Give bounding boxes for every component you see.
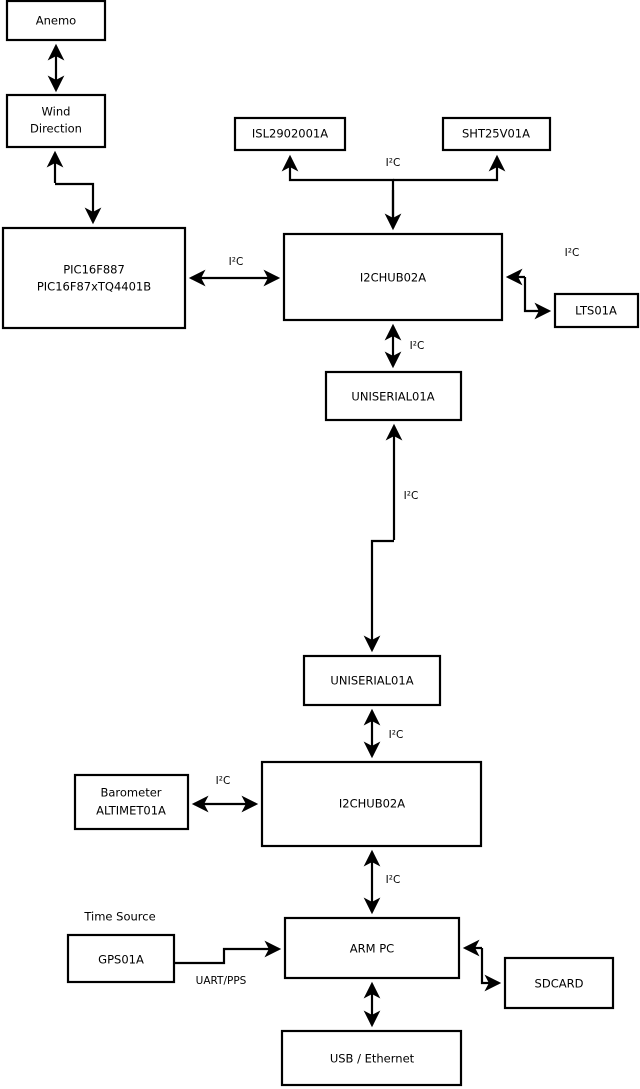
node-sdcard[interactable]: SDCARD (503, 956, 615, 1010)
node-i2chub02a-bottom[interactable]: I2CHUB02A (260, 760, 483, 848)
node-i2chub02a-top-box[interactable] (282, 232, 504, 322)
node-lts01a-label: LTS01A (575, 304, 617, 318)
node-barometer[interactable]: Barometer ALTIMET01A (73, 773, 190, 831)
connector-hub-sht (393, 154, 506, 182)
node-sht25v01a[interactable]: SHT25V01A (441, 116, 552, 152)
node-uniserial01a-upper-label: UNISERIAL01A (351, 390, 434, 404)
edge-label-hub-lts: I²C (565, 247, 580, 259)
node-i2chub02a-bottom-box[interactable] (260, 760, 483, 848)
connections-layer (46, 43, 552, 1028)
node-wind-direction-box[interactable] (5, 93, 107, 149)
node-wind-direction[interactable]: Wind Direction (5, 93, 107, 149)
edge-labels-layer: I²C I²C I²C I²C I²C I²C I²C I²C UART/PPS (196, 157, 580, 987)
edge-label-uniserial-link: I²C (404, 490, 419, 502)
node-gps01a-box[interactable] (66, 933, 176, 984)
node-pic-mcu-label-line2: PIC16F87xTQ4401B (37, 280, 151, 294)
node-isl2902001a[interactable]: ISL2902001A (233, 116, 347, 152)
node-isl2902001a-label: ISL2902001A (252, 127, 328, 141)
node-sht25v01a-box[interactable] (441, 116, 552, 152)
node-lts01a[interactable]: LTS01A (553, 292, 640, 329)
node-usb-ethernet-label: USB / Ethernet (330, 1052, 415, 1066)
node-sdcard-box[interactable] (503, 956, 615, 1010)
node-arm-pc-box[interactable] (283, 916, 461, 980)
node-uniserial01a-upper[interactable]: UNISERIAL01A (324, 370, 463, 422)
node-pic-mcu-box[interactable] (1, 226, 187, 330)
edge-label-isl-sht-bus: I²C (386, 157, 401, 169)
node-anemo[interactable]: Anemo (5, 0, 107, 42)
node-sht25v01a-label: SHT25V01A (462, 127, 530, 141)
edge-label-pic-hub: I²C (229, 256, 244, 268)
node-i2chub02a-bottom-label: I2CHUB02A (339, 797, 405, 811)
edge-label-gps-armpc: UART/PPS (196, 975, 247, 987)
node-wind-direction-label-line1: Wind (42, 105, 71, 119)
node-i2chub02a-top-label: I2CHUB02A (360, 271, 426, 285)
node-anemo-label: Anemo (36, 14, 76, 28)
connector-hub-isl (281, 154, 395, 228)
node-sdcard-label: SDCARD (535, 977, 584, 991)
node-uniserial01a-upper-box[interactable] (324, 370, 463, 422)
edge-label-hub-uniserial: I²C (410, 340, 425, 352)
node-gps01a[interactable]: GPS01A (66, 933, 176, 984)
node-usb-ethernet-box[interactable] (280, 1029, 463, 1087)
node-i2chub02a-top[interactable]: I2CHUB02A (282, 232, 504, 322)
node-barometer-label-line2: ALTIMET01A (96, 804, 166, 818)
connector-wind-pic-down (55, 182, 102, 225)
connector-armpc-sdcard-out (480, 948, 502, 992)
node-arm-pc[interactable]: ARM PC (283, 916, 461, 980)
connector-gps-armpc (174, 940, 282, 965)
node-uniserial01a-lower-label: UNISERIAL01A (330, 674, 413, 688)
node-usb-ethernet[interactable]: USB / Ethernet (280, 1029, 463, 1087)
node-anemo-box[interactable] (5, 0, 107, 42)
connector-uniserial-link-down (363, 539, 394, 653)
free-labels-layer: Time Source (83, 910, 155, 924)
edge-label-baro-hub: I²C (216, 775, 231, 787)
node-barometer-box[interactable] (73, 773, 190, 831)
edge-label-uniserial2-hub: I²C (389, 729, 404, 741)
node-pic-mcu-label-line1: PIC16F887 (63, 263, 125, 277)
connector-hub-lts-out (523, 277, 552, 320)
node-gps01a-label: GPS01A (98, 953, 144, 967)
node-pic-mcu[interactable]: PIC16F887 PIC16F87xTQ4401B (1, 226, 187, 330)
node-barometer-label-line1: Barometer (100, 786, 161, 800)
node-lts01a-box[interactable] (553, 292, 640, 329)
node-uniserial01a-lower[interactable]: UNISERIAL01A (302, 654, 442, 707)
node-wind-direction-label-line2: Direction (30, 122, 82, 136)
node-arm-pc-label: ARM PC (350, 942, 394, 956)
node-uniserial01a-lower-box[interactable] (302, 654, 442, 707)
edge-label-hub-armpc: I²C (386, 874, 401, 886)
node-isl2902001a-box[interactable] (233, 116, 347, 152)
label-time-source: Time Source (83, 910, 155, 924)
